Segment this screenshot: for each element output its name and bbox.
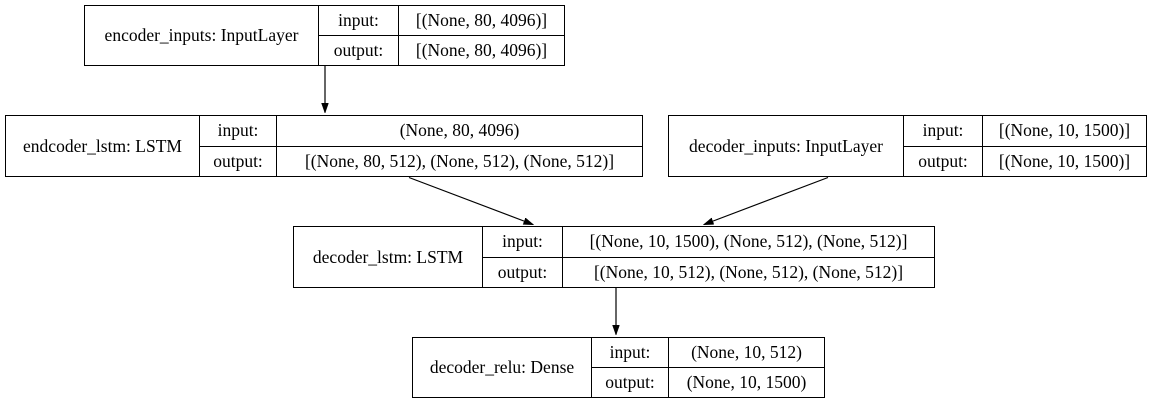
node-input-row: input: [(None, 10, 1500)] [904, 116, 1146, 147]
output-shape-value: [(None, 10, 1500)] [998, 150, 1131, 171]
input-label: input: [319, 6, 399, 35]
node-decoder-lstm: decoder_lstm: LSTM input: [(None, 10, 15… [293, 226, 935, 288]
node-io-table: input: (None, 80, 4096) output: [(None, … [200, 116, 642, 176]
input-shape-value: [(None, 10, 1500)] [998, 120, 1131, 141]
node-output-row: output: [(None, 10, 1500)] [904, 146, 1146, 176]
node-title: encoder_inputs: InputLayer [85, 6, 319, 65]
node-encoder-inputs: encoder_inputs: InputLayer input: [(None… [84, 5, 565, 66]
node-input-row: input: (None, 80, 4096) [200, 116, 642, 147]
node-output-row: output: [(None, 80, 512), (None, 512), (… [200, 146, 642, 176]
node-input-row: input: (None, 10, 512) [592, 338, 824, 368]
node-io-table: input: (None, 10, 512) output: (None, 10… [592, 338, 824, 397]
node-title: decoder_inputs: InputLayer [669, 116, 904, 176]
node-decoder-inputs: decoder_inputs: InputLayer input: [(None… [668, 115, 1147, 177]
output-label: output: [483, 257, 563, 287]
output-shape-value: [(None, 10, 512), (None, 512), (None, 51… [593, 261, 904, 282]
output-shape-value: [(None, 80, 512), (None, 512), (None, 51… [304, 150, 615, 171]
output-shape-value: (None, 10, 1500) [686, 372, 807, 392]
node-title: endcoder_lstm: LSTM [6, 116, 200, 176]
node-output-row: output: [(None, 80, 4096)] [319, 36, 564, 65]
node-title: decoder_lstm: LSTM [294, 227, 483, 287]
input-label: input: [592, 338, 669, 367]
input-label: input: [483, 227, 563, 257]
node-output-row: output: (None, 10, 1500) [592, 368, 824, 397]
input-shape-value: (None, 80, 4096) [399, 120, 520, 141]
node-title: decoder_relu: Dense [413, 338, 592, 397]
output-label: output: [904, 146, 983, 176]
output-label: output: [319, 36, 399, 65]
input-shape-value: [(None, 10, 1500), (None, 512), (None, 5… [589, 231, 908, 252]
node-io-table: input: [(None, 10, 1500), (None, 512), (… [483, 227, 934, 287]
node-io-table: input: [(None, 80, 4096)] output: [(None… [319, 6, 564, 65]
edge-decoder-inputs-to-decoder-lstm [704, 176, 829, 226]
output-label: output: [200, 146, 277, 176]
input-shape-value: (None, 10, 512) [691, 342, 802, 362]
node-decoder-relu: decoder_relu: Dense input: (None, 10, 51… [412, 337, 825, 398]
node-output-row: output: [(None, 10, 512), (None, 512), (… [483, 257, 934, 287]
node-input-row: input: [(None, 10, 1500), (None, 512), (… [483, 227, 934, 258]
node-input-row: input: [(None, 80, 4096)] [319, 6, 564, 36]
output-shape-value: [(None, 80, 4096)] [415, 40, 548, 60]
input-shape-value: [(None, 80, 4096)] [415, 10, 548, 30]
node-endcoder-lstm: endcoder_lstm: LSTM input: (None, 80, 40… [5, 115, 643, 177]
edge-endcoder-lstm-to-decoder-lstm [408, 176, 533, 226]
input-label: input: [904, 116, 983, 146]
output-label: output: [592, 368, 669, 397]
node-io-table: input: [(None, 10, 1500)] output: [(None… [904, 116, 1146, 176]
input-label: input: [200, 116, 277, 146]
